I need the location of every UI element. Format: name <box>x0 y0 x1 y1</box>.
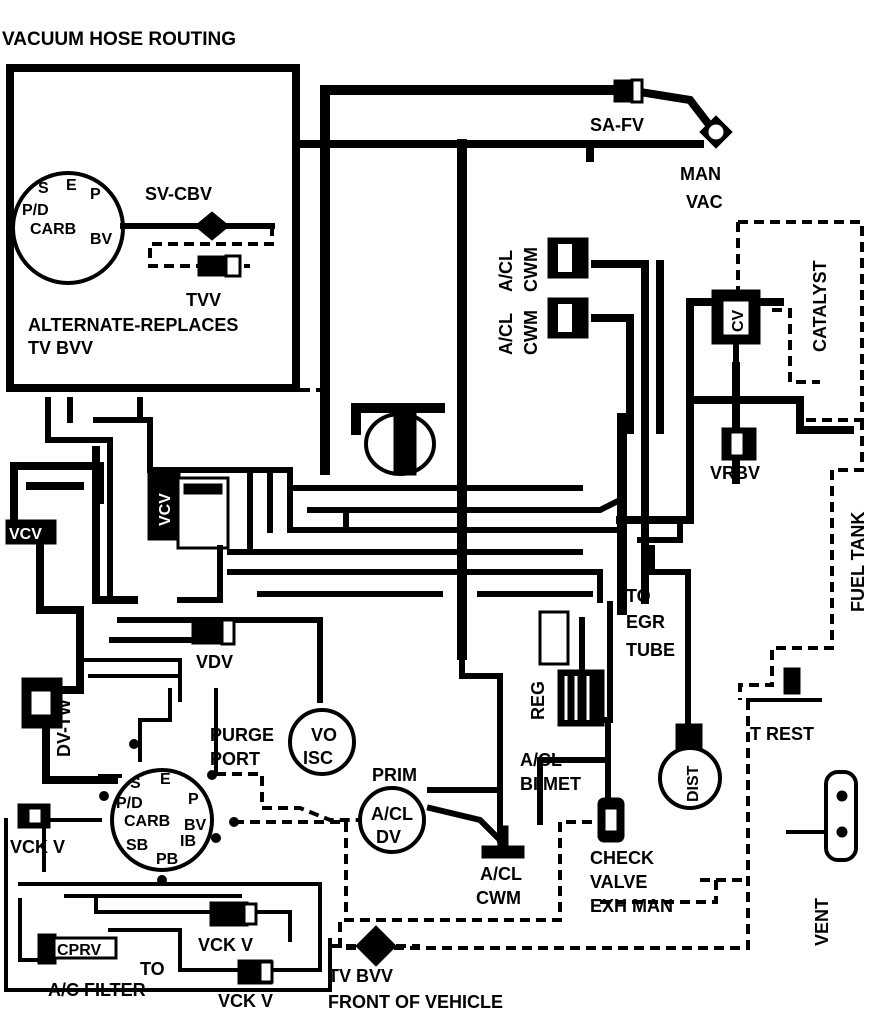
carb-lower-ib: IB <box>180 833 196 850</box>
man-label: MAN <box>680 164 721 184</box>
purge-label-2: PORT <box>210 749 260 769</box>
check-valve-label-2: VALVE <box>590 872 647 892</box>
check-valve-exh-man <box>597 797 625 843</box>
acl-dv-label-1: A/CL <box>371 804 413 824</box>
carb-upper: S E P P/D CARB BV <box>11 171 125 285</box>
acl-dv: A/CL DV <box>358 786 426 854</box>
carb-upper-carb: CARB <box>30 221 76 238</box>
vo-isc: VO ISC <box>288 708 356 776</box>
carb-lower-carb: CARB <box>124 813 170 830</box>
vdv-label: VDV <box>196 652 233 672</box>
acl-cwm-bottom <box>481 825 525 859</box>
carb-upper-p: P <box>90 186 101 203</box>
carb-upper-e: E <box>66 177 77 194</box>
carb-lower-pb: PB <box>156 851 178 868</box>
dist-label: DIST <box>685 765 702 802</box>
sa-fv-label: SA-FV <box>590 115 644 135</box>
check-valve-label-1: CHECK <box>590 848 654 868</box>
acl-cwm-upper <box>547 237 589 339</box>
carb-upper-bv: BV <box>90 231 113 248</box>
acl-cwm-labels: A/CL CWM A/CL CWM <box>496 247 541 355</box>
diagram-title: VACUUM HOSE ROUTING <box>2 29 236 50</box>
acl-cwm-bottom-label-1: A/CL <box>480 864 522 884</box>
fuel-tank-label: FUEL TANK <box>848 512 868 612</box>
cprv-label: CPRV <box>57 942 101 959</box>
tv-bvv-valve <box>330 925 420 967</box>
carb-lower-p: P <box>188 791 199 808</box>
acl-label-2: A/CL <box>496 250 516 292</box>
sv-cbv-label: SV-CBV <box>145 184 212 204</box>
acl-dv-label-2: DV <box>376 827 401 847</box>
vcv-top-label: VCV <box>157 493 174 526</box>
catalyst-label: CATALYST <box>810 260 830 352</box>
check-valve-label-3: EXH MAN <box>590 896 673 916</box>
egr-label: EGR <box>395 433 412 468</box>
alternate-label-line2: TV BVV <box>28 338 93 358</box>
cv-label: CV <box>730 309 747 332</box>
vdv-valve <box>191 618 236 646</box>
t-rest <box>746 667 822 702</box>
prim-label: PRIM <box>372 765 417 785</box>
manifold-bundle <box>147 447 691 703</box>
alternate-inset-box: S E P P/D CARB BV SV-CBV TVV ALTERNATE-R… <box>6 64 330 392</box>
cprv: CPRV <box>37 933 118 965</box>
carb-lower-s: S <box>130 775 141 792</box>
sv-cbv-valve <box>194 211 230 241</box>
vcv-left-valve: VCV <box>5 519 57 545</box>
dist: DIST <box>658 723 722 810</box>
purge-label-1: PURGE <box>210 725 274 745</box>
to-egr-label-3: TUBE <box>626 640 675 660</box>
ac-filter-label: A/C FILTER <box>48 980 146 1000</box>
acl-label-1: A/CL <box>496 313 516 355</box>
carb-lower: S E P P/D CARB IB BV SB PB <box>99 739 239 885</box>
egr-valve: EGR <box>351 403 445 476</box>
vcv-top-valve: VCV <box>147 469 230 550</box>
vck-v-bottom-valve <box>237 959 274 985</box>
vrbv-label: VRBV <box>710 463 760 483</box>
vent-canister <box>786 770 858 862</box>
acl-bimet-label-1: A/CL <box>520 750 562 770</box>
vac-label: VAC <box>686 192 723 212</box>
carb-lower-e: E <box>160 771 171 788</box>
vck-v-bottom-label: VCK V <box>218 991 273 1011</box>
acl-bimet-label-2: BI MET <box>520 774 581 794</box>
vo-label: VO <box>311 725 337 745</box>
tvv-label: TVV <box>186 290 221 310</box>
reg-valve <box>538 610 605 727</box>
man-vac-port <box>699 115 733 149</box>
acl-cwm-bottom-label-2: CWM <box>476 888 521 908</box>
vrbv-valve <box>690 362 854 484</box>
alternate-label-line1: ALTERNATE-REPLACES <box>28 315 238 335</box>
vck-v-mid-label: VCK V <box>198 935 253 955</box>
vent-label: VENT <box>812 898 832 946</box>
tv-bvv-label: TV BVV <box>328 966 393 986</box>
left-bundle <box>10 397 323 784</box>
carb-upper-s: S <box>38 180 49 197</box>
sa-fv-valve <box>613 78 644 104</box>
isc-label: ISC <box>303 748 333 768</box>
to-label: TO <box>140 959 165 979</box>
to-egr-label-1: TO <box>626 586 651 606</box>
carb-upper-pd: P/D <box>22 202 49 219</box>
carb-lower-sb: SB <box>126 837 148 854</box>
to-egr-label-2: EGR <box>626 612 665 632</box>
vck-v-left-label: VCK V <box>10 837 65 857</box>
dv-tw-label: DV-TW <box>54 699 74 757</box>
t-rest-label: T REST <box>750 724 814 744</box>
cwm-label-2: CWM <box>521 247 541 292</box>
dv-tw-valve <box>21 677 63 729</box>
cv-valve: CV <box>686 289 784 369</box>
vck-v-mid-valve <box>209 901 258 927</box>
vck-v-left-valve <box>17 803 51 829</box>
tvv-valve <box>197 254 242 278</box>
cwm-label-1: CWM <box>521 310 541 355</box>
reg-label: REG <box>528 681 548 720</box>
vcv-left-label: VCV <box>9 526 42 543</box>
carb-lower-bv: BV <box>184 817 207 834</box>
front-of-vehicle-label: FRONT OF VEHICLE <box>328 992 503 1012</box>
carb-lower-pd: P/D <box>116 795 143 812</box>
